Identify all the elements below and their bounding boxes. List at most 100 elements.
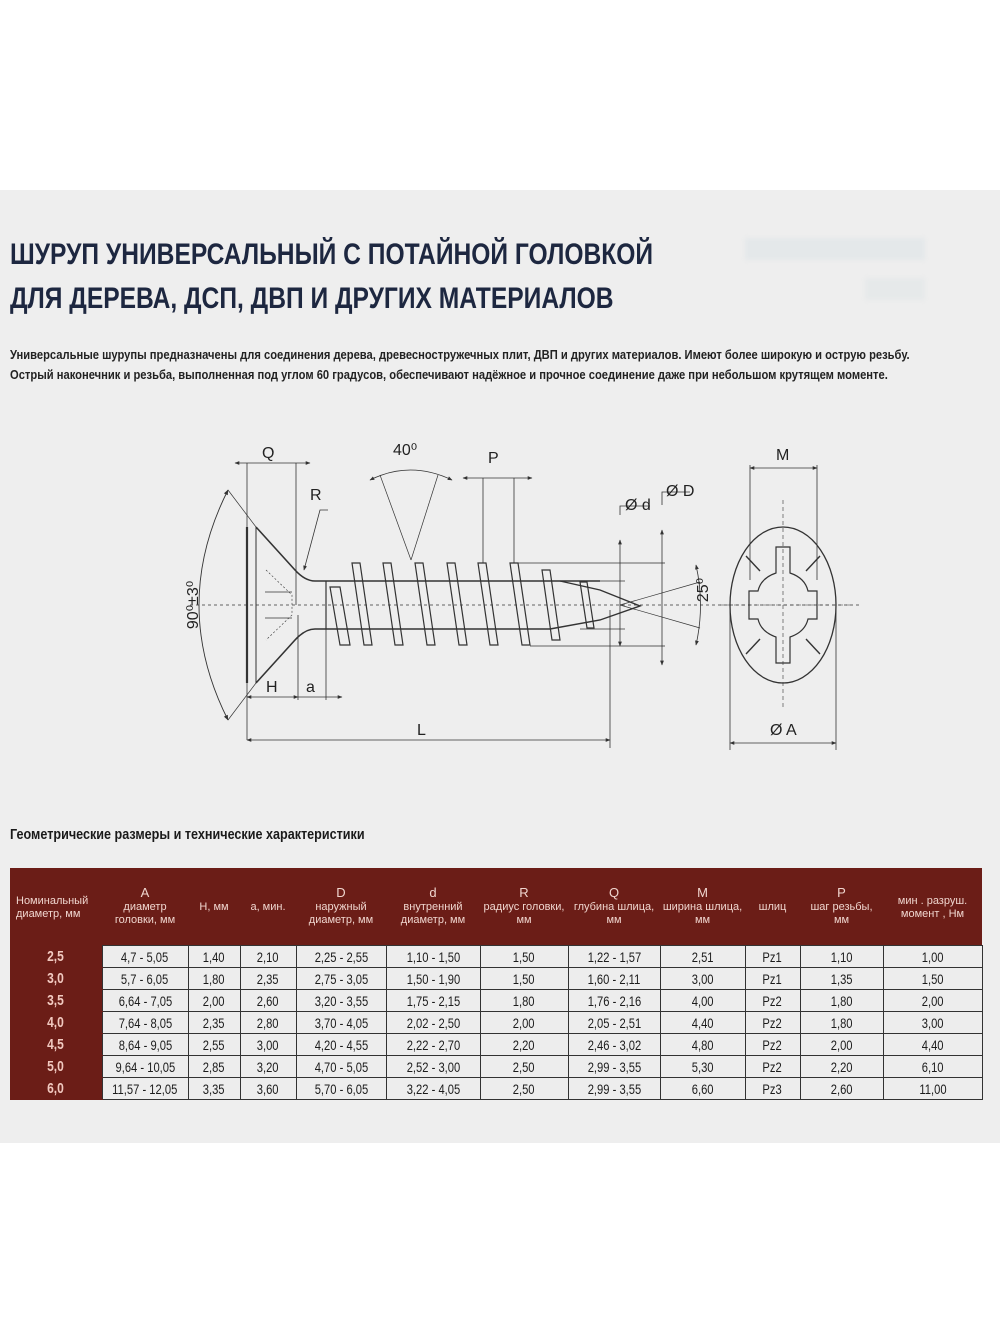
table-cell: 2,20 <box>479 1033 569 1056</box>
table-cell: 2,22 - 2,70 <box>385 1033 481 1056</box>
col-torque: мин . разруш. момент , Нм <box>883 868 982 946</box>
table-cell: 4,40 <box>659 1011 746 1034</box>
table-cell: 2,35 <box>239 967 297 990</box>
table-cell: 11,00 <box>882 1077 983 1100</box>
nominal-diameter-cell: 4,5 <box>10 1033 102 1056</box>
label-R: R <box>310 487 322 504</box>
table-cell: 2,60 <box>799 1077 884 1100</box>
label-thread-angle: 40⁰ <box>393 442 417 459</box>
table-cell: 3,20 - 3,55 <box>295 989 387 1012</box>
nominal-diameter-cell: 3,5 <box>10 989 102 1012</box>
nominal-diameter-cell: 6,0 <box>10 1077 102 1100</box>
table-cell: 3,20 <box>239 1055 297 1078</box>
col-H: H, мм <box>188 868 240 946</box>
table-cell: 1,75 - 2,15 <box>385 989 481 1012</box>
table-cell: 2,51 <box>659 945 746 968</box>
table-cell: 1,50 <box>882 967 983 990</box>
label-a: a <box>306 679 315 696</box>
table-cell: 1,35 <box>799 967 884 990</box>
label-Q: Q <box>262 445 274 462</box>
col-slot: шлиц <box>745 868 800 946</box>
table-cell: 5,70 - 6,05 <box>295 1077 387 1100</box>
table-cell: 2,52 - 3,00 <box>385 1055 481 1078</box>
table-cell: 6,64 - 7,05 <box>101 989 189 1012</box>
table-cell: 2,50 <box>479 1055 569 1078</box>
table-cell: 2,00 <box>187 989 241 1012</box>
col-a: a, мин. <box>240 868 296 946</box>
table-cell: 1,76 - 2,16 <box>567 989 661 1012</box>
table-cell: 1,50 <box>479 967 569 990</box>
nominal-diameter-cell: 2,5 <box>10 945 102 968</box>
table-cell: 2,46 - 3,02 <box>567 1033 661 1056</box>
label-P: P <box>488 450 499 467</box>
table-cell: Pz2 <box>744 989 801 1012</box>
table-cell: 1,40 <box>187 945 241 968</box>
table-cell: 4,40 <box>882 1033 983 1056</box>
table-cell: 2,55 <box>187 1033 241 1056</box>
table-cell: 1,00 <box>882 945 983 968</box>
table-cell: 1,10 <box>799 945 884 968</box>
table-cell: 3,00 <box>659 967 746 990</box>
table-cell: Pz3 <box>744 1077 801 1100</box>
table-cell: 1,22 - 1,57 <box>567 945 661 968</box>
table-cell: 5,30 <box>659 1055 746 1078</box>
description-line-1: Универсальные шурупы предназначены для с… <box>10 347 910 362</box>
label-H: H <box>266 679 278 696</box>
table-cell: 1,50 <box>479 945 569 968</box>
table-cell: 6,10 <box>882 1055 983 1078</box>
title-line-1: ШУРУП УНИВЕРСАЛЬНЫЙ С ПОТАЙНОЙ ГОЛОВКОЙ <box>10 238 654 271</box>
label-tip-angle: 25⁰ <box>695 578 712 602</box>
table-cell: Pz1 <box>744 945 801 968</box>
table-cell: 7,64 - 8,05 <box>101 1011 189 1034</box>
label-head-angle: 90⁰±3⁰ <box>185 581 202 629</box>
description-line-2: Острый наконечник и резьба, выполненная … <box>10 367 888 382</box>
table-cell: 11,57 - 12,05 <box>101 1077 189 1100</box>
table-cell: 3,35 <box>187 1077 241 1100</box>
table-cell: 6,60 <box>659 1077 746 1100</box>
title-line-2: ДЛЯ ДЕРЕВА, ДСП, ДВП И ДРУГИХ МАТЕРИАЛОВ <box>10 282 614 315</box>
table-cell: 3,60 <box>239 1077 297 1100</box>
table-subtitle: Геометрические размеры и технические хар… <box>10 826 365 843</box>
table-cell: 2,75 - 3,05 <box>295 967 387 990</box>
nominal-diameter-cell: 3,0 <box>10 967 102 990</box>
table-cell: 8,64 - 9,05 <box>101 1033 189 1056</box>
table-cell: 2,00 <box>799 1033 884 1056</box>
table-cell: 1,80 <box>799 1011 884 1034</box>
table-cell: 4,00 <box>659 989 746 1012</box>
table-cell: Pz1 <box>744 967 801 990</box>
label-L: L <box>417 722 426 739</box>
table-cell: 1,60 - 2,11 <box>567 967 661 990</box>
table-cell: 3,22 - 4,05 <box>385 1077 481 1100</box>
table-cell: 2,02 - 2,50 <box>385 1011 481 1034</box>
table-cell: 2,99 - 3,55 <box>567 1077 661 1100</box>
table-cell: Pz2 <box>744 1011 801 1034</box>
table-cell: 3,00 <box>239 1033 297 1056</box>
page-title: ШУРУП УНИВЕРСАЛЬНЫЙ С ПОТАЙНОЙ ГОЛОВКОЙ … <box>10 233 653 321</box>
table-cell: 2,60 <box>239 989 297 1012</box>
table-cell: 3,00 <box>882 1011 983 1034</box>
table-cell: 1,80 <box>187 967 241 990</box>
table-cell: 3,70 - 4,05 <box>295 1011 387 1034</box>
table-cell: 4,80 <box>659 1033 746 1056</box>
faded-watermark <box>745 238 935 308</box>
table-cell: 5,7 - 6,05 <box>101 967 189 990</box>
table-cell: Pz2 <box>744 1033 801 1056</box>
table-cell: 2,00 <box>882 989 983 1012</box>
table-cell: 2,05 - 2,51 <box>567 1011 661 1034</box>
nominal-diameter-cell: 5,0 <box>10 1055 102 1078</box>
table-cell: 2,25 - 2,55 <box>295 945 387 968</box>
table-cell: 4,70 - 5,05 <box>295 1055 387 1078</box>
label-d: Ø d <box>625 497 651 514</box>
table-cell: 2,50 <box>479 1077 569 1100</box>
